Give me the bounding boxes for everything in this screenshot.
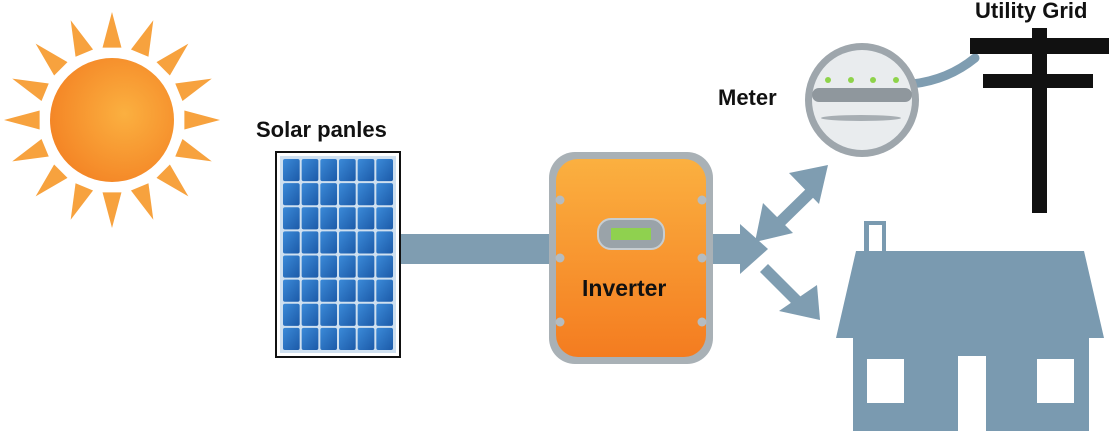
solar-cell: [283, 279, 300, 302]
inverter-label: Inverter: [582, 275, 667, 301]
solar-cell: [357, 159, 375, 182]
meter-grid-cable: [907, 53, 980, 89]
solar-cell: [357, 303, 375, 326]
arrow-to-house: [760, 264, 820, 320]
panel-inverter-connector: [398, 234, 560, 264]
solar-cell: [320, 231, 337, 254]
sun-ray: [156, 164, 189, 197]
sun-ray: [175, 78, 212, 102]
sun-ray: [12, 138, 49, 162]
sun-disc: [50, 58, 174, 182]
solar-cell: [301, 279, 319, 302]
sun-ray: [175, 138, 212, 162]
solar-cell: [357, 231, 375, 254]
solar-cell: [339, 303, 356, 326]
sun-ray: [130, 20, 154, 57]
utility-grid-label: Utility Grid: [975, 0, 1088, 23]
solar-cell: [283, 231, 300, 254]
solar-cell: [357, 279, 375, 302]
solar-cell: [376, 255, 393, 278]
solar-cell: [376, 231, 393, 254]
bidirectional-arrow-meter: [755, 165, 828, 242]
solar-cell: [339, 255, 356, 278]
solar-cell: [357, 327, 375, 351]
solar-cell: [301, 255, 319, 278]
solar-cell: [283, 159, 300, 182]
sun-ray: [130, 183, 154, 220]
solar-cell: [376, 303, 393, 326]
solar-cell: [301, 207, 319, 230]
sun-ray: [35, 43, 68, 76]
solar-cell: [320, 183, 337, 206]
sun-ray: [184, 110, 220, 130]
solar-cell: [357, 255, 375, 278]
sun-ray: [102, 192, 122, 228]
inverter-display: [611, 228, 651, 240]
sun-ray: [35, 164, 68, 197]
solar-cell: [283, 207, 300, 230]
sun-ray: [4, 110, 40, 130]
solar-cell: [320, 255, 337, 278]
solar-cell: [357, 207, 375, 230]
solar-cell: [320, 207, 337, 230]
meter-label: Meter: [718, 85, 777, 110]
house-icon: [836, 221, 1104, 431]
output-arrowhead: [740, 224, 768, 274]
solar-cell: [376, 327, 393, 351]
solar-cell: [339, 231, 356, 254]
solar-cell: [283, 303, 300, 326]
sun-ray: [70, 20, 94, 57]
solar-panels-label: Solar panles: [256, 117, 387, 142]
sun-ray: [12, 78, 49, 102]
solar-cell: [339, 183, 356, 206]
solar-cell: [283, 183, 300, 206]
sun-ray: [70, 183, 94, 220]
solar-cell: [376, 159, 393, 182]
solar-cell: [283, 327, 300, 351]
sun-ray: [102, 12, 122, 48]
solar-cell: [320, 279, 337, 302]
solar-cell: [339, 279, 356, 302]
solar-cell: [376, 279, 393, 302]
solar-cell: [301, 303, 319, 326]
sun-rays: [4, 12, 220, 228]
solar-cell: [283, 255, 300, 278]
solar-cell: [301, 327, 319, 351]
solar-cell: [320, 159, 337, 182]
solar-cell: [376, 207, 393, 230]
solar-cell: [301, 183, 319, 206]
inverter-icon: [549, 152, 713, 364]
solar-cell: [339, 327, 356, 351]
solar-cell: [357, 183, 375, 206]
solar-cell: [376, 183, 393, 206]
solar-cell: [339, 207, 356, 230]
sun-ray: [156, 43, 189, 76]
solar-cell: [301, 231, 319, 254]
solar-cell: [301, 159, 319, 182]
solar-cell: [339, 159, 356, 182]
solar-cell: [320, 327, 337, 351]
solar-panel-icon: [275, 151, 401, 358]
sun-icon: [4, 12, 220, 228]
electric-meter-icon: [805, 43, 980, 157]
utility-pole-icon: [970, 28, 1109, 213]
solar-cell: [320, 303, 337, 326]
solar-cell-grid: [283, 159, 393, 351]
